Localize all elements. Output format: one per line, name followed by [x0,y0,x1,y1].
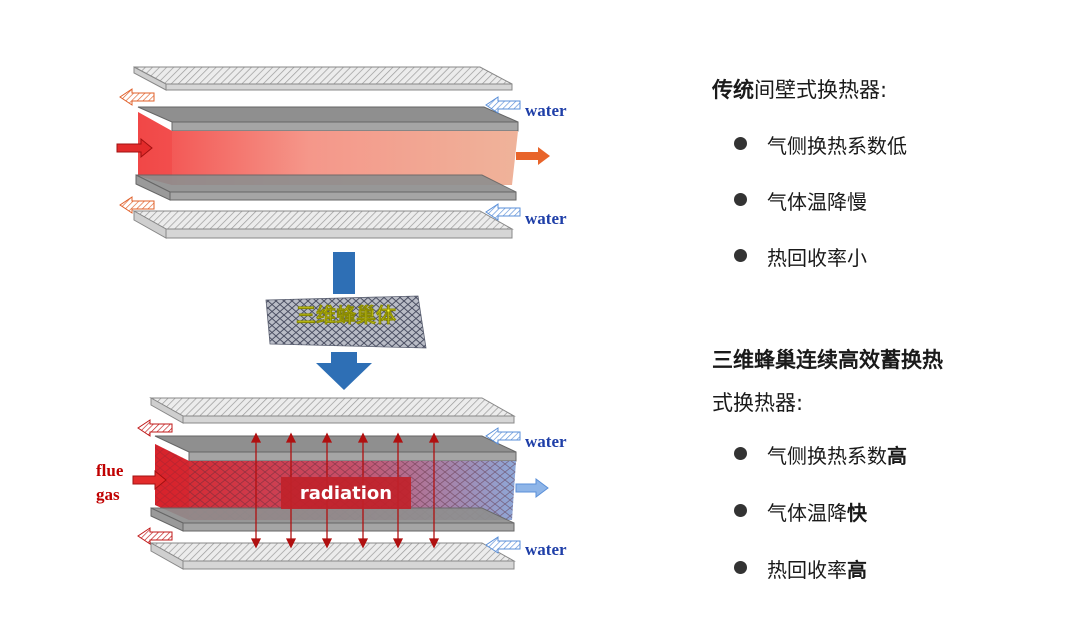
honeycomb-bullet: 气侧换热系数高 [734,443,907,469]
traditional-heading-strong: 传统 [712,78,754,102]
flue-gas-label-line2: gas [96,485,120,504]
bullet-dot [734,447,747,460]
hot-gas-inlet-arrow [116,137,153,159]
exhaust-arrow-bottom-lower [137,527,173,545]
bullet-text: 热回收率小 [767,246,867,270]
traditional-bullet: 气侧换热系数低 [734,133,907,159]
transition-arrow-head [316,352,372,390]
bullet-dot [734,504,747,517]
honeycomb-heading-line1: 三维蜂巢连续高效蓄换热 [712,348,943,372]
cooled-gas-outlet-arrow [515,478,549,498]
top-water-plate-upper [133,66,513,91]
bullet-dot [734,137,747,150]
bullet-dot [734,193,747,206]
water-inlet-arrow-upper [485,96,521,114]
radiation-arrow [428,432,440,549]
top-wall-plate-lower [135,174,517,201]
honeycomb-label: 三维蜂巢体 [296,303,397,327]
water-inlet-arrow-bottom-upper [485,427,521,445]
water-label-bottom-upper: water [525,432,567,451]
water-label-top-lower: water [525,209,567,228]
exhaust-arrow-lower [119,196,155,214]
heat-exchanger-diagram: water water 三维蜂巢体 [96,66,567,570]
radiation-arrow [250,432,262,549]
hot-gas-channel [138,112,518,185]
gas-outlet-arrow [516,147,550,165]
bullet-emphasis: 快 [847,501,867,525]
bullet-text: 气体温降慢 [767,190,867,214]
traditional-bullet: 气体温降慢 [734,189,867,215]
bullet-emphasis: 高 [887,444,907,468]
transition-arrow-shaft [333,252,355,294]
water-label-top-upper: water [525,101,567,120]
radiation-label-box [281,477,411,509]
bottom-water-plate-upper [149,397,516,424]
top-wall-plate-upper [137,106,519,132]
bottom-water-plate-lower [149,542,516,570]
honeycomb-exchanger: radiation water water flue gas [96,397,567,570]
traditional-exchanger: water water [116,66,567,239]
water-inlet-arrow-bottom-lower [485,536,521,554]
water-inlet-arrow-lower [485,203,521,221]
traditional-heading: 传统间壁式换热器: [712,76,887,104]
traditional-heading-rest: 间壁式换热器: [754,78,888,102]
traditional-bullet: 热回收率小 [734,245,867,271]
honeycomb-bullet: 热回收率高 [734,557,867,583]
honeycomb-block [265,295,427,349]
bullet-text: 气体温降 [767,501,847,525]
bottom-wall-plate-upper [154,435,517,462]
bullet-emphasis: 高 [847,558,867,582]
radiation-label: radiation [300,483,392,504]
bullet-text: 气侧换热系数低 [767,134,907,158]
honeycomb-bullet: 气体温降快 [734,500,867,526]
bullet-text: 热回收率 [767,558,847,582]
honeycomb-heading-line2: 式换热器: [712,391,804,415]
flue-gas-inlet-arrow [132,469,167,491]
top-water-plate-lower [132,210,514,239]
water-label-bottom-lower: water [525,540,567,559]
bullet-dot [734,561,747,574]
transition: 三维蜂巢体 [265,252,427,390]
flue-gas-label-line1: flue [96,461,124,480]
bullet-dot [734,249,747,262]
bullet-text: 气侧换热系数 [767,444,887,468]
exhaust-arrow-bottom-upper [137,419,173,437]
bottom-wall-plate-lower [150,507,515,532]
exhaust-arrow-upper [119,88,155,106]
